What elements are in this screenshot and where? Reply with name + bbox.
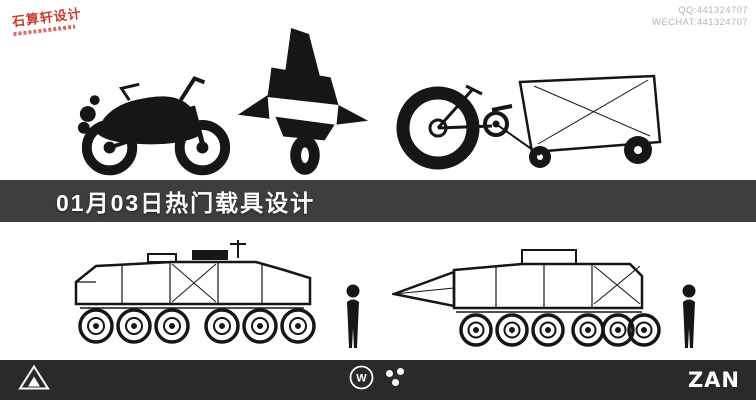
contact-info: QQ:441324707 WECHAT:441324707 xyxy=(652,5,748,29)
rover-right-drawing xyxy=(392,244,664,352)
qq-number: QQ:441324707 xyxy=(678,5,748,16)
studio-stamp: 石算轩设计 xyxy=(11,3,84,37)
triangle-logo-icon xyxy=(18,364,50,396)
title-banner: 01月03日热门载具设计 xyxy=(0,180,756,222)
w-badge-letter: W xyxy=(356,373,367,385)
motorcycle-front-drawing xyxy=(234,26,372,176)
cargo-trike-drawing xyxy=(388,70,686,172)
brand-logo-text: ZAN xyxy=(687,368,740,392)
rover-left-drawing xyxy=(52,236,336,350)
human-figure-left xyxy=(342,284,364,350)
dots-cluster-icon xyxy=(384,367,408,394)
wechat-number: WECHAT:441324707 xyxy=(652,17,748,28)
motorcycle-side-drawing xyxy=(70,54,238,176)
human-figure-right xyxy=(678,284,700,350)
center-logo-group: W xyxy=(349,365,408,396)
footer-bar: W ZAN xyxy=(0,360,756,400)
w-badge-icon: W xyxy=(349,365,375,396)
banner-title: 01月03日热门载具设计 xyxy=(56,190,316,216)
